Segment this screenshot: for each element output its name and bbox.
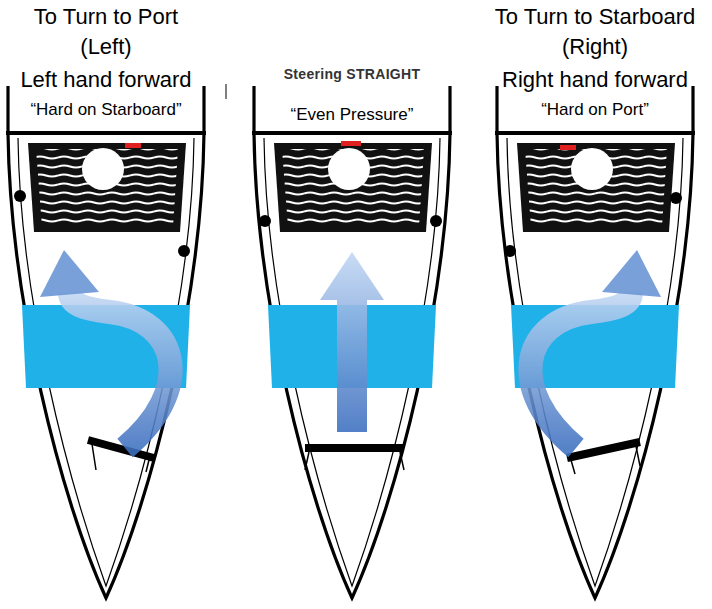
seat-marker: [560, 145, 576, 150]
hull-dot: [670, 192, 682, 204]
turn-arrow: [70, 292, 171, 448]
kayak-panel: To Turn to Port (Left) Left hand forward “H…: [0, 0, 212, 124]
kayak-hull: [495, 86, 695, 598]
heading-line: (Left): [80, 34, 131, 59]
kayak-panel: To Turn to Starboard (Right) Right hand fo…: [482, 0, 708, 124]
instruction-quote: “Hard on Starboard”: [30, 100, 181, 120]
stray-mark: [226, 84, 227, 99]
seat-marker: [341, 141, 361, 146]
hull-dot: [14, 190, 26, 202]
instruction-quote: “Even Pressure”: [291, 105, 414, 125]
hull-dot: [504, 245, 516, 257]
kayak-panel: Steering STRAIGHT “Even Pressure”: [247, 0, 457, 129]
heading-line: To Turn to Starboard: [495, 4, 696, 29]
kayak-hull: [6, 86, 206, 598]
instruction-quote: “Hard on Port”: [541, 100, 649, 120]
heading-line: (Right): [562, 34, 628, 59]
heading-line: Right hand forward: [502, 67, 688, 92]
kayak-hull: [252, 86, 452, 598]
turn-arrow-head: [602, 250, 661, 297]
seat-marker: [125, 143, 141, 148]
hull-dot: [430, 215, 442, 227]
heading-line: To Turn to Port: [34, 4, 178, 29]
straight-arrow: [320, 252, 384, 432]
panel-caption: Steering STRAIGHT: [284, 66, 421, 82]
turn-arrow: [530, 292, 631, 448]
foot-brace-strap: [571, 446, 640, 474]
hull-dot: [259, 215, 271, 227]
turn-arrow-head: [40, 250, 99, 297]
foot-brace-strap: [305, 452, 404, 470]
hull-dot: [178, 245, 190, 257]
heading-line: Left hand forward: [20, 67, 191, 92]
foot-brace: [305, 444, 404, 452]
